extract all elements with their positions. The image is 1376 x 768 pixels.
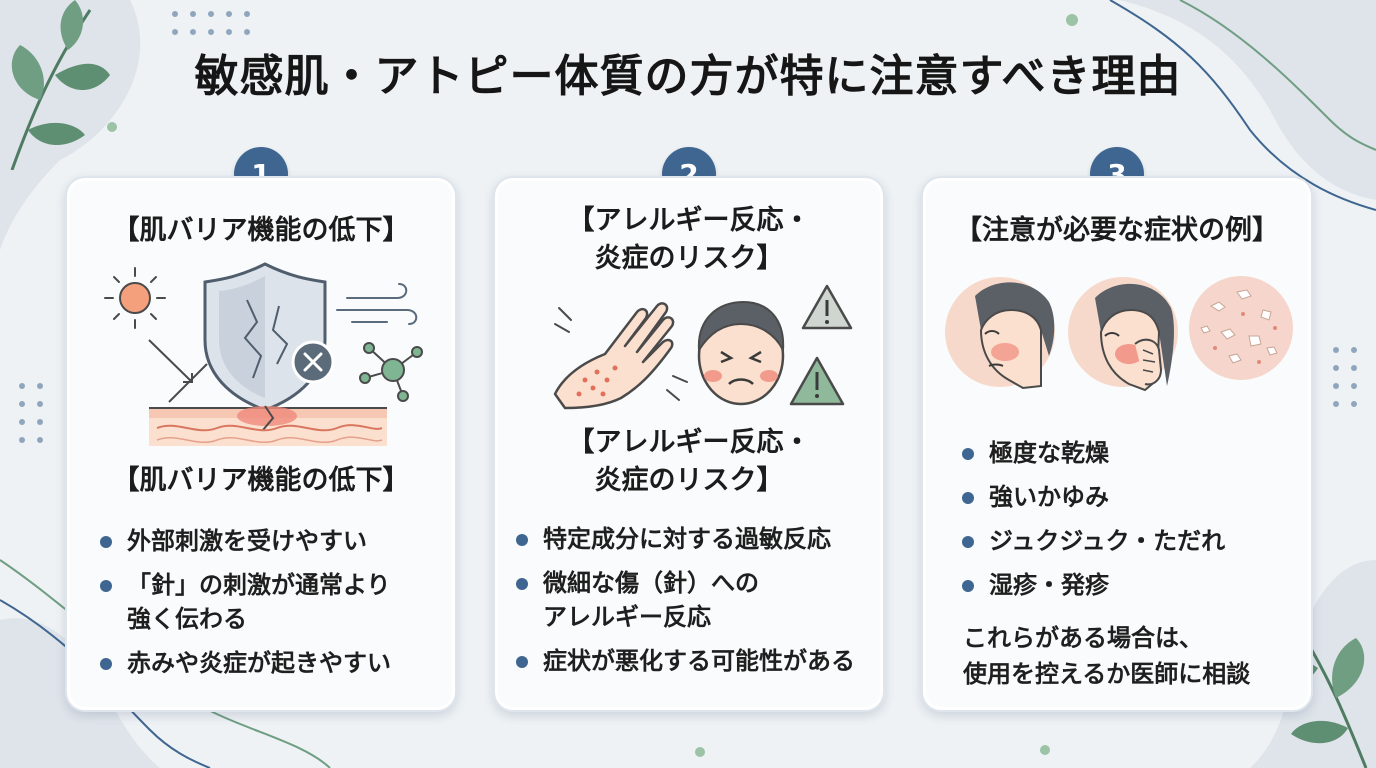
face-redness-icon (945, 277, 1055, 390)
bullet-list: 特定成分に対する過敏反応 微細な傷（針）へのアレルギー反応 症状が悪化する可能性… (513, 522, 855, 688)
close-icon (291, 340, 335, 384)
consult-note: これらがある場合は、 使用を控えるか医師に相談 (963, 624, 1251, 688)
symptoms-illustration (945, 276, 1293, 392)
card-heading: 【肌バリア機能の低下】 (112, 215, 410, 246)
face-discomfort-icon (697, 300, 785, 406)
sun-icon (104, 267, 166, 329)
page-title: 敏感肌・アトピー体質の方が特に注意すべき理由 (194, 51, 1182, 102)
hand-rash-icon (553, 302, 688, 410)
card-skin-barrier: 【肌バリア機能の低下】 (65, 176, 457, 712)
list-item: 湿疹・発疹 (959, 568, 1225, 602)
warning-icon (789, 356, 845, 406)
card-heading: 【アレルギー反応・ 炎症のリスク】 (567, 205, 811, 274)
wind-icon (336, 283, 418, 325)
list-item: 外部刺激を受けやすい (97, 524, 391, 558)
list-item: 極度な乾燥 (959, 436, 1225, 470)
list-item: 症状が悪化する可能性がある (513, 644, 855, 678)
list-item: 「針」の刺激が通常より強く伝わる (97, 568, 391, 636)
list-item: 赤みや炎症が起きやすい (97, 646, 391, 680)
allergy-illustration (553, 284, 853, 410)
list-item: 特定成分に対する過敏反応 (513, 522, 855, 556)
card-allergy-risk: 【アレルギー反応・ 炎症のリスク】 (493, 176, 885, 712)
list-item: ジュクジュク・ただれ (959, 524, 1225, 558)
skin-layer-icon (149, 405, 387, 446)
card-subheading: 【肌バリア機能の低下】 (112, 465, 410, 496)
card-subheading: 【アレルギー反応・ 炎症のリスク】 (567, 427, 811, 496)
leaf-icon (10, 0, 110, 170)
bullet-list: 外部刺激を受けやすい 「針」の刺激が通常より強く伝わる 赤みや炎症が起きやすい (97, 524, 391, 690)
warning-icon (801, 284, 853, 330)
face-itch-icon (1068, 277, 1178, 392)
molecule-icon (359, 342, 423, 402)
card-heading: 【注意が必要な症状の例】 (955, 215, 1279, 246)
bullet-list: 極度な乾燥 強いかゆみ ジュクジュク・ただれ 湿疹・発疹 (959, 436, 1225, 612)
skin-flakes-icon (1189, 276, 1293, 380)
card-symptom-examples: 【注意が必要な症状の例】 (921, 176, 1313, 712)
list-item: 微細な傷（針）へのアレルギー反応 (513, 566, 855, 634)
skin-barrier-illustration (104, 262, 423, 446)
shield-icon (203, 262, 327, 412)
list-item: 強いかゆみ (959, 480, 1225, 514)
